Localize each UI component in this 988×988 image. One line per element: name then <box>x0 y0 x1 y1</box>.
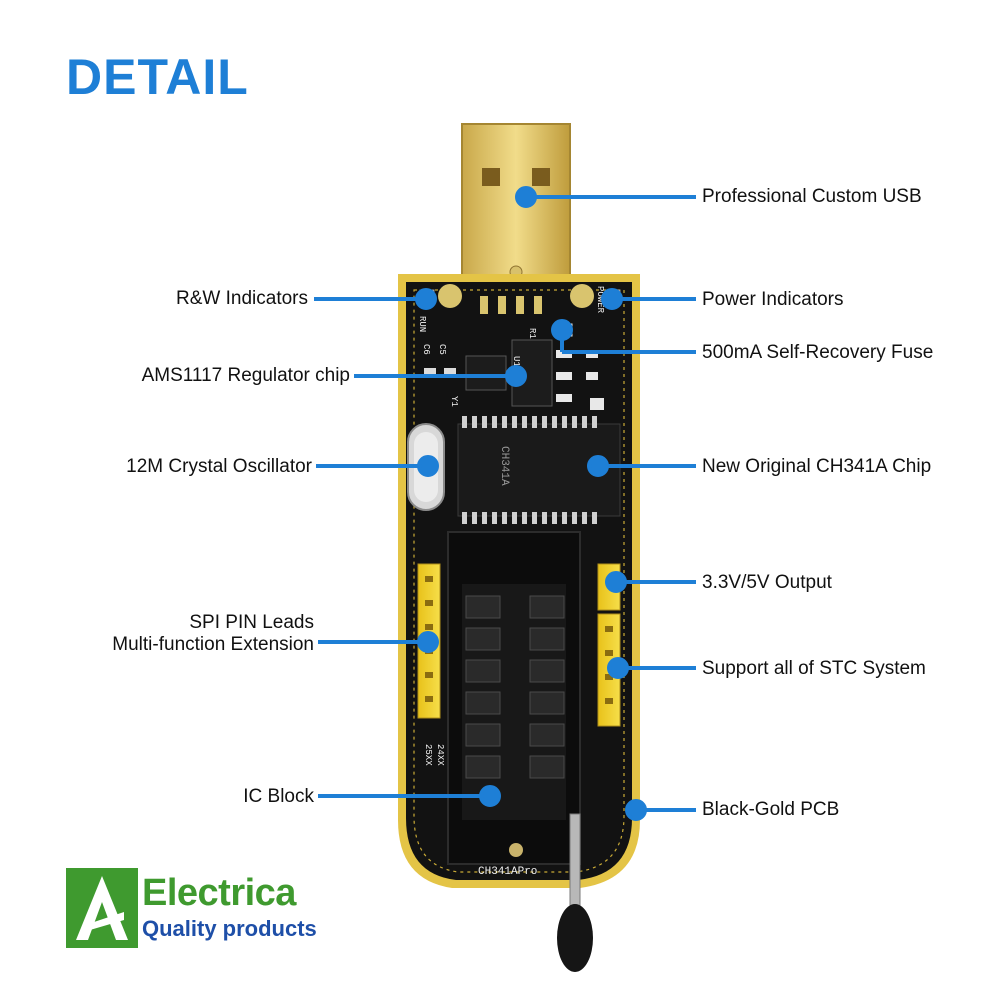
label-fuse: 500mA Self-Recovery Fuse <box>702 342 934 363</box>
silk-r1: R1 <box>527 328 537 339</box>
label-ch341a: New Original CH341A Chip <box>702 456 932 477</box>
silk-socket: 25XX <box>423 744 433 766</box>
label-power-indicators: Power Indicators <box>702 289 844 310</box>
label-output: 3.3V/5V Output <box>702 572 832 593</box>
label-usb: Professional Custom USB <box>702 186 922 207</box>
regulator-chip <box>465 339 553 407</box>
label-spi-leads: SPI PIN Leads <box>189 612 314 633</box>
zif-lever <box>557 813 593 972</box>
silk-power: POWER <box>595 286 605 314</box>
brand-name: Electrica <box>142 872 296 914</box>
brand-tagline: Quality products <box>142 916 317 941</box>
label-spi-extension: Multi-function Extension <box>112 634 314 655</box>
label-rw-indicators: R&W Indicators <box>176 288 308 309</box>
chip-marking: CH341A <box>498 446 510 486</box>
label-crystal: 12M Crystal Oscillator <box>126 456 312 477</box>
silk-run: RUN <box>417 316 427 332</box>
silk-model: CH341APro <box>478 866 537 878</box>
callout-lines <box>314 186 696 821</box>
ic-block-socket <box>447 531 581 865</box>
silk-c5: C5 <box>437 344 447 355</box>
label-pcb: Black-Gold PCB <box>702 799 840 820</box>
usb-connector <box>461 123 571 301</box>
brand-logo-icon <box>66 868 138 948</box>
label-stc: Support all of STC System <box>702 658 926 679</box>
label-regulator: AMS1117 Regulator chip <box>141 365 350 386</box>
page-title: DETAIL <box>66 49 249 105</box>
silk-c6: C6 <box>421 344 431 355</box>
silk-socket2: 24XX <box>435 744 445 766</box>
usb-pads <box>438 284 594 314</box>
silk-y1: Y1 <box>449 396 459 407</box>
label-ic-block: IC Block <box>243 786 314 807</box>
silk-u1: U1 <box>511 356 521 367</box>
